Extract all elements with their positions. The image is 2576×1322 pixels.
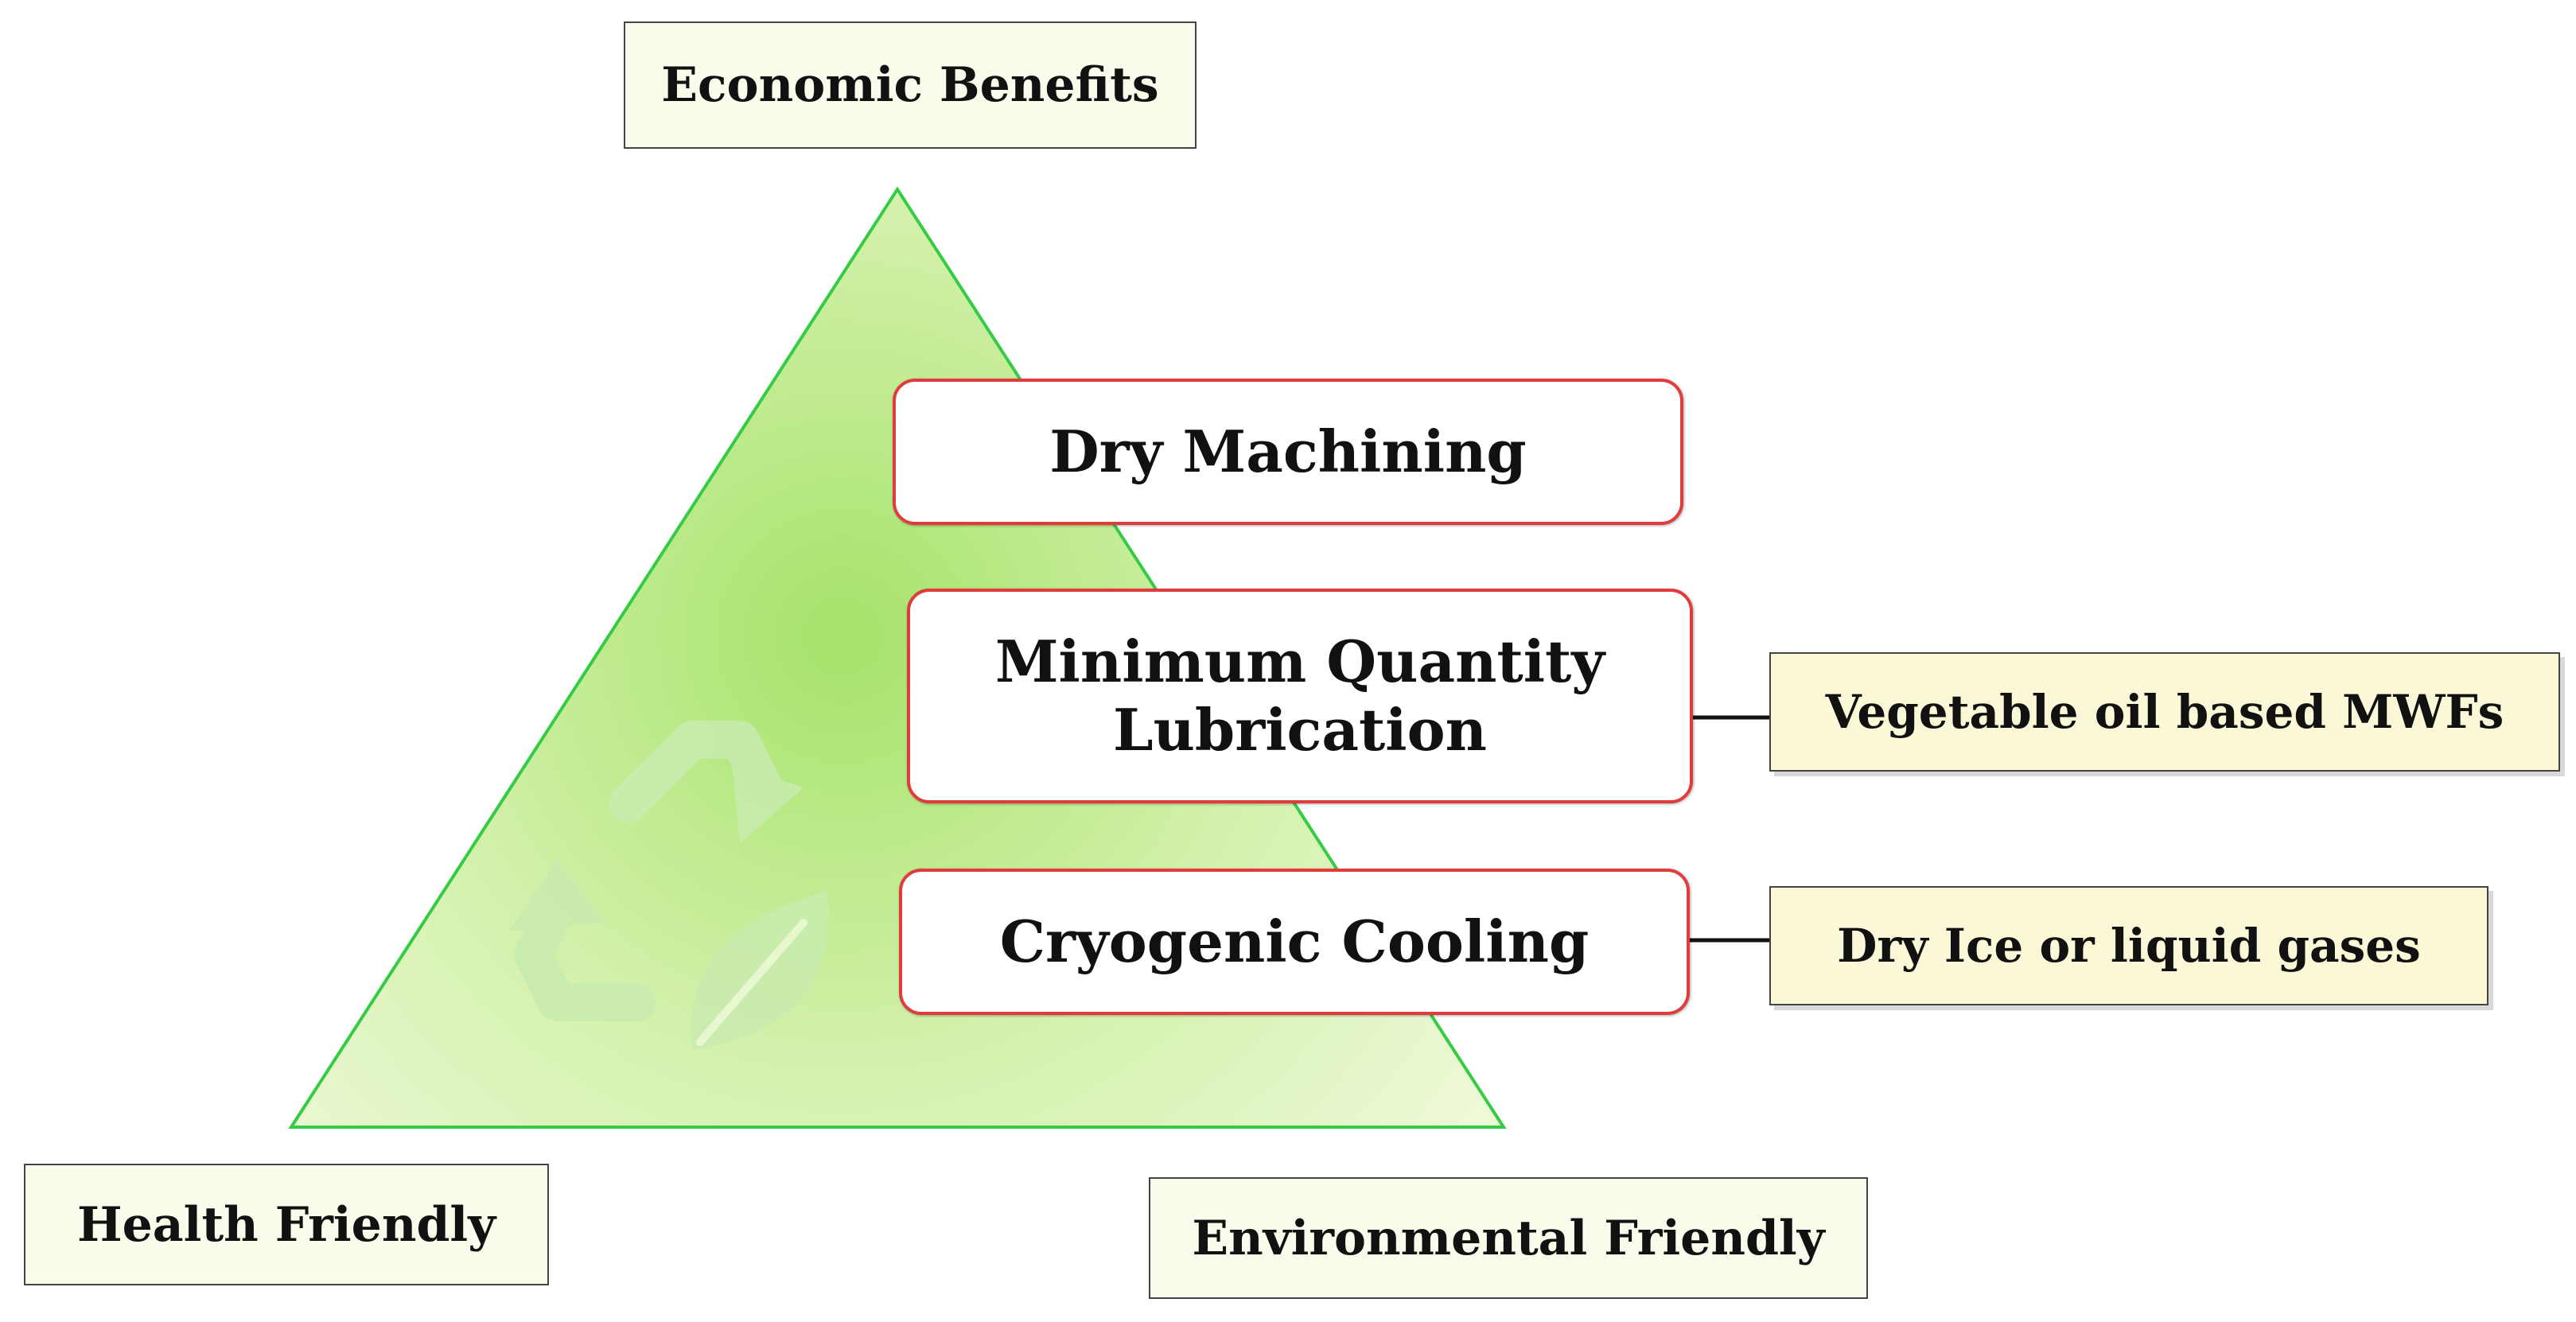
cryogenic-cooling-box: Cryogenic Cooling xyxy=(899,869,1690,1015)
economic-benefits-text: Economic Benefits xyxy=(661,57,1159,113)
vegetable-oil-box: Vegetable oil based MWFs xyxy=(1769,652,2560,772)
health-friendly-label: Health Friendly xyxy=(24,1164,549,1285)
dry-machining-text: Dry Machining xyxy=(1049,417,1527,485)
mql-text: Minimum Quantity Lubrication xyxy=(994,627,1605,764)
environmental-friendly-text: Environmental Friendly xyxy=(1192,1210,1825,1266)
dry-machining-box: Dry Machining xyxy=(893,379,1683,525)
cryogenic-cooling-text: Cryogenic Cooling xyxy=(999,907,1590,975)
dry-ice-text: Dry Ice or liquid gases xyxy=(1837,919,2421,973)
economic-benefits-label: Economic Benefits xyxy=(624,21,1197,149)
recycle-leaf-icon xyxy=(509,721,829,1050)
health-friendly-text: Health Friendly xyxy=(76,1196,496,1253)
vegetable-oil-text: Vegetable oil based MWFs xyxy=(1825,685,2504,739)
mql-box: Minimum Quantity Lubrication xyxy=(907,589,1693,803)
dry-ice-box: Dry Ice or liquid gases xyxy=(1769,886,2488,1005)
environmental-friendly-label: Environmental Friendly xyxy=(1149,1177,1868,1299)
